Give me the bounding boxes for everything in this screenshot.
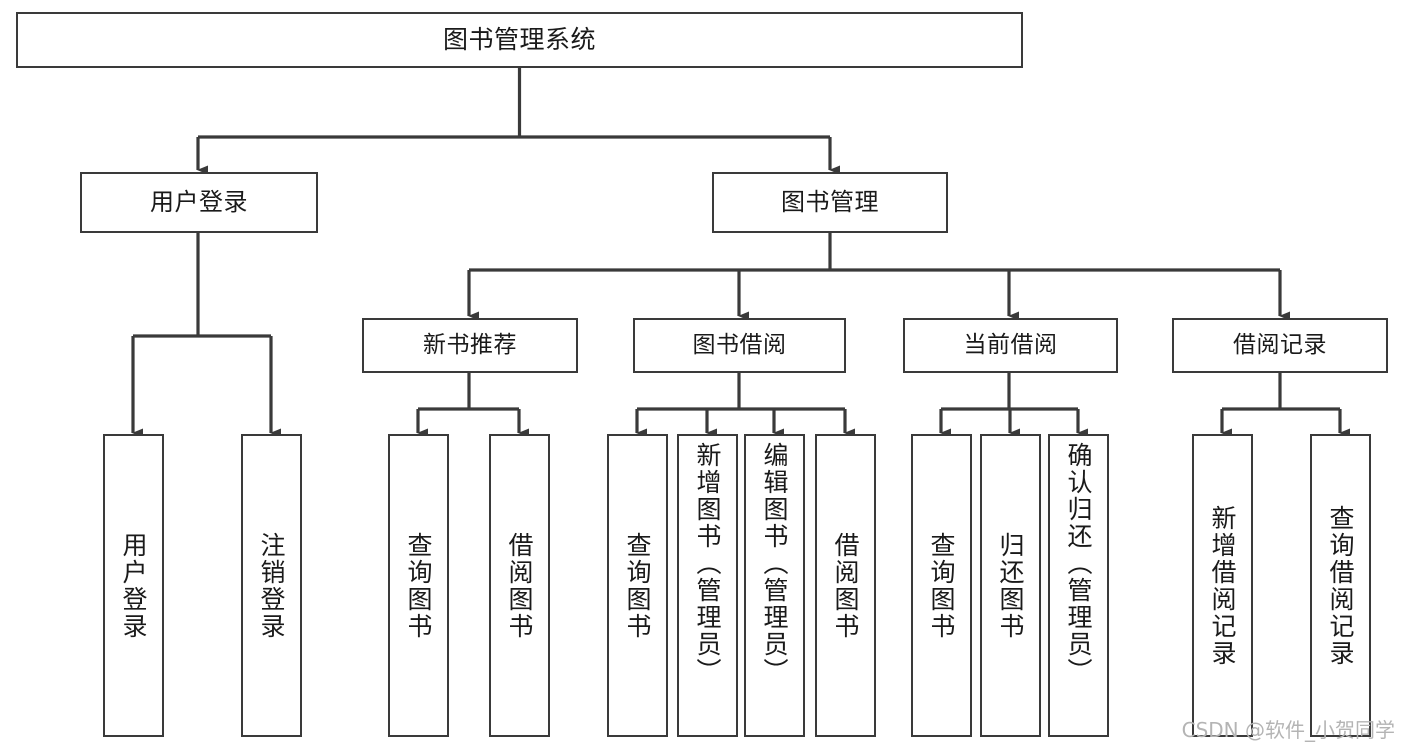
node-leaf-query-book-1-label: 查询图书 bbox=[404, 531, 433, 640]
node-leaf-query-record[interactable]: 查询借阅记录 bbox=[1310, 434, 1371, 737]
node-leaf-confirm-return[interactable]: 确认归还（管理员） bbox=[1048, 434, 1109, 737]
node-leaf-query-book-3-label: 查询图书 bbox=[927, 531, 956, 640]
node-leaf-edit-book-label: 编辑图书（管理员） bbox=[760, 442, 789, 685]
node-book-manage-label: 图书管理 bbox=[781, 188, 879, 217]
node-leaf-return-book-label: 归还图书 bbox=[996, 531, 1025, 640]
node-current-borrow[interactable]: 当前借阅 bbox=[903, 318, 1118, 373]
node-book-manage[interactable]: 图书管理 bbox=[712, 172, 948, 233]
node-leaf-return-book[interactable]: 归还图书 bbox=[980, 434, 1041, 737]
node-leaf-user-login[interactable]: 用户登录 bbox=[103, 434, 164, 737]
node-leaf-add-book[interactable]: 新增图书（管理员） bbox=[677, 434, 738, 737]
node-leaf-add-record[interactable]: 新增借阅记录 bbox=[1192, 434, 1253, 737]
node-new-book-rec-label: 新书推荐 bbox=[423, 331, 517, 358]
node-leaf-query-book-3[interactable]: 查询图书 bbox=[911, 434, 972, 737]
node-leaf-query-book-2-label: 查询图书 bbox=[623, 531, 652, 640]
node-root-label: 图书管理系统 bbox=[442, 25, 596, 55]
node-book-borrow-label: 图书借阅 bbox=[692, 331, 787, 358]
node-leaf-borrow-book-2[interactable]: 借阅图书 bbox=[815, 434, 876, 737]
node-leaf-confirm-return-label: 确认归还（管理员） bbox=[1064, 442, 1093, 685]
node-leaf-add-book-label: 新增图书（管理员） bbox=[693, 442, 722, 685]
node-leaf-query-record-label: 查询借阅记录 bbox=[1326, 504, 1355, 667]
node-leaf-edit-book[interactable]: 编辑图书（管理员） bbox=[744, 434, 805, 737]
node-book-borrow[interactable]: 图书借阅 bbox=[633, 318, 846, 373]
node-borrow-record[interactable]: 借阅记录 bbox=[1172, 318, 1388, 373]
node-leaf-user-login-label: 用户登录 bbox=[119, 531, 148, 640]
node-leaf-borrow-book-2-label: 借阅图书 bbox=[831, 531, 860, 640]
node-user-login-label: 用户登录 bbox=[150, 188, 248, 217]
node-borrow-record-label: 借阅记录 bbox=[1233, 331, 1327, 358]
watermark: CSDN @软件_小贺同学 bbox=[1181, 718, 1395, 742]
node-leaf-query-book-1[interactable]: 查询图书 bbox=[388, 434, 449, 737]
node-leaf-borrow-book-1-label: 借阅图书 bbox=[505, 531, 534, 640]
node-leaf-add-record-label: 新增借阅记录 bbox=[1208, 504, 1237, 667]
node-leaf-logout-label: 注销登录 bbox=[257, 531, 286, 640]
node-root[interactable]: 图书管理系统 bbox=[16, 12, 1023, 68]
node-leaf-logout[interactable]: 注销登录 bbox=[241, 434, 302, 737]
node-current-borrow-label: 当前借阅 bbox=[963, 331, 1058, 358]
node-user-login[interactable]: 用户登录 bbox=[80, 172, 318, 233]
node-leaf-borrow-book-1[interactable]: 借阅图书 bbox=[489, 434, 550, 737]
node-leaf-query-book-2[interactable]: 查询图书 bbox=[607, 434, 668, 737]
node-new-book-rec[interactable]: 新书推荐 bbox=[362, 318, 578, 373]
